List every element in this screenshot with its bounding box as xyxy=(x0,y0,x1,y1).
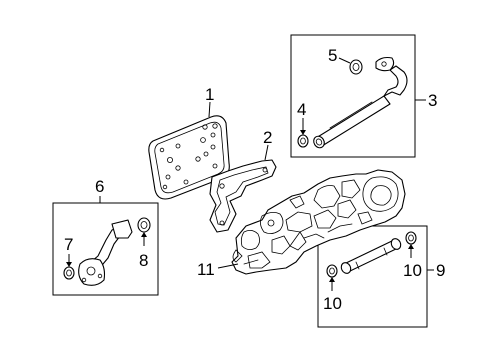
callout-3: 3 xyxy=(428,91,437,110)
oil-tube xyxy=(340,238,402,274)
callout-2: 2 xyxy=(263,128,272,147)
callout-5: 5 xyxy=(328,46,337,65)
leader-5 xyxy=(338,57,351,64)
callout-6: 6 xyxy=(95,177,104,196)
gasket xyxy=(209,159,277,233)
leader-11 xyxy=(217,263,239,269)
callout-4: 4 xyxy=(297,100,306,119)
callout-8: 8 xyxy=(139,251,148,270)
callout-9: 9 xyxy=(436,261,445,280)
arrow-8 xyxy=(141,232,147,237)
oil-cooler-plate xyxy=(148,115,230,200)
arrow-4 xyxy=(300,130,306,135)
callout-11: 11 xyxy=(197,260,215,279)
washer-4 xyxy=(297,134,309,148)
seal-10-right xyxy=(405,231,417,245)
callout-1: 1 xyxy=(205,85,214,104)
tube-assembly xyxy=(313,56,408,149)
leader-1 xyxy=(208,101,211,118)
arrow-10-right xyxy=(408,244,414,249)
group-box-6 xyxy=(52,202,159,296)
washer-8 xyxy=(137,217,151,233)
arrow-10-left xyxy=(329,277,335,282)
callout-10-left: 10 xyxy=(323,294,342,313)
seal-10-left xyxy=(326,264,338,278)
group-box-3 xyxy=(290,34,416,158)
callout-7: 7 xyxy=(64,235,73,254)
arrow-7 xyxy=(66,262,72,267)
coolant-pipe xyxy=(78,219,133,286)
oil-filter-housing xyxy=(231,169,406,275)
washer-7 xyxy=(63,266,75,280)
leader-2 xyxy=(264,144,269,161)
washer-5 xyxy=(349,59,363,75)
callout-10-right: 10 xyxy=(403,261,422,280)
